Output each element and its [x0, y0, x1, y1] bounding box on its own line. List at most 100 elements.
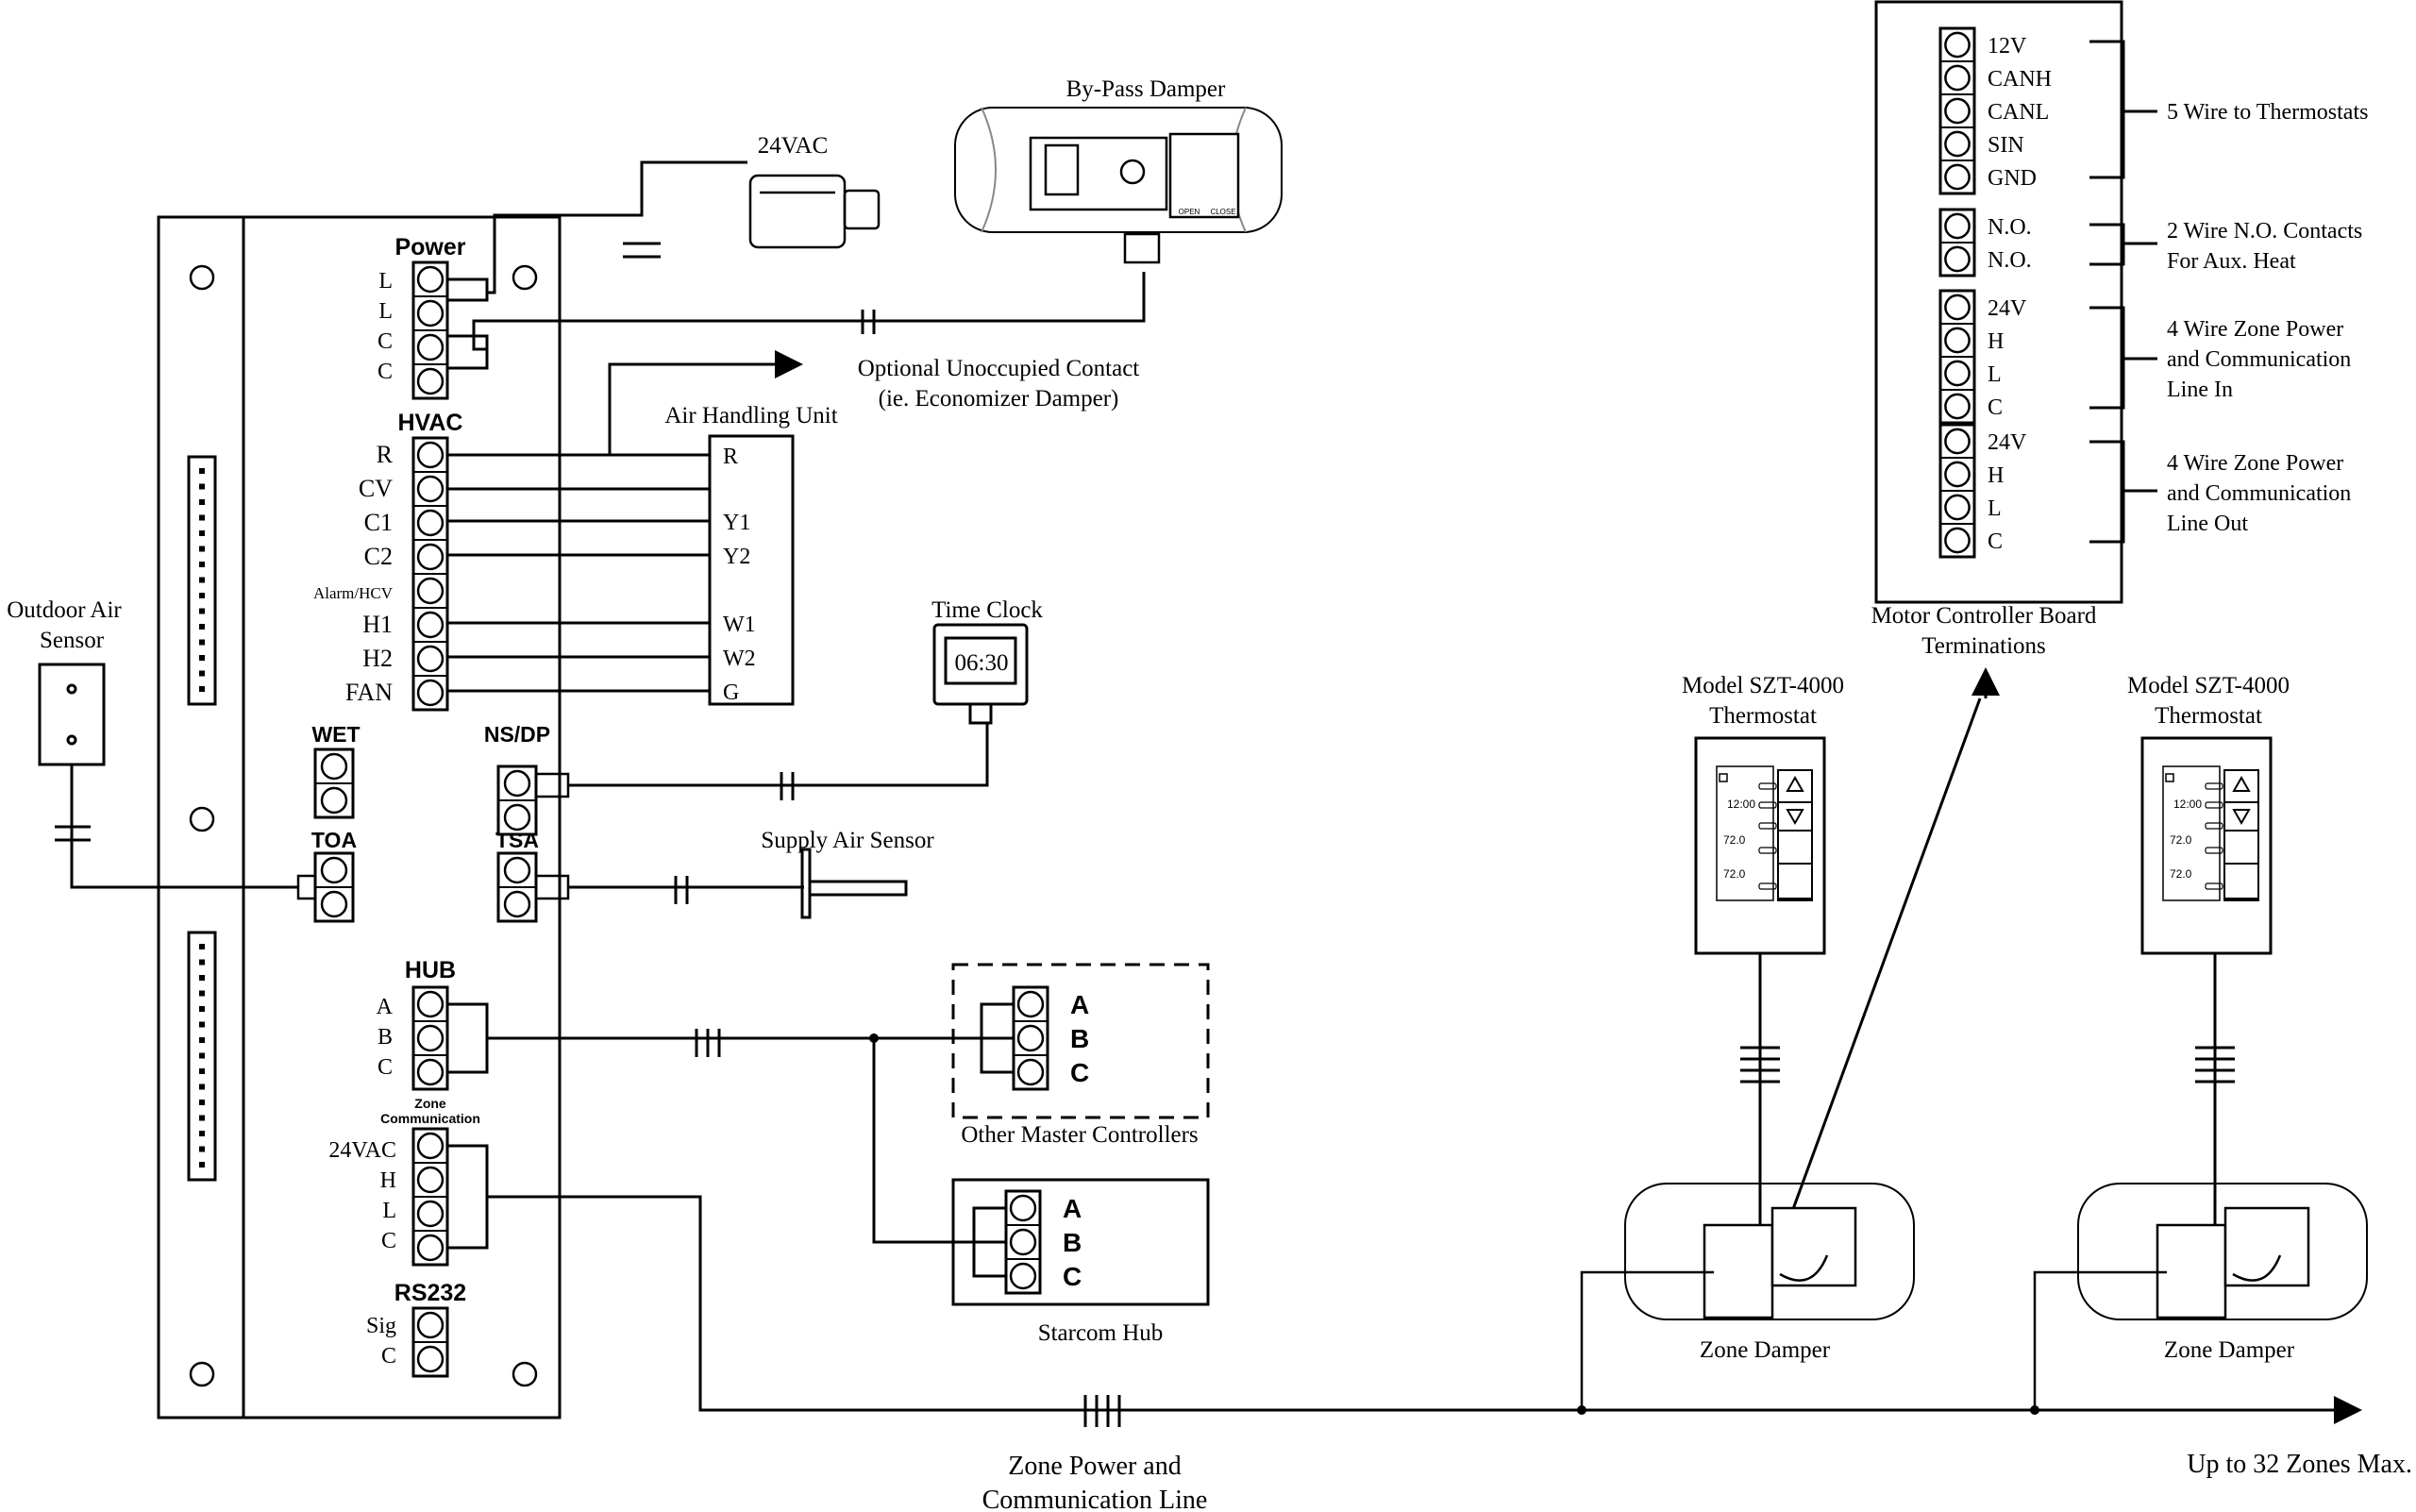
power-terminal-label: C [378, 329, 393, 354]
hub-terminal-0 [416, 990, 445, 1018]
motor-board-terminal-label: GND [1988, 166, 2037, 191]
hvac-terminal-3 [416, 543, 445, 571]
hub-terminal-1 [416, 1024, 445, 1052]
motor-board-group-3-terminal-3 [1944, 527, 1971, 554]
other-masters-terminal-1 [1016, 1024, 1045, 1052]
motor-board-terminal-label: L [1988, 362, 2002, 387]
hvac-terminal-label: C2 [364, 543, 393, 570]
wet-terminals [313, 748, 355, 819]
thermostat-1-temp1: 72.0 [1723, 833, 1746, 847]
motor-board-group-0-terminal-2 [1944, 97, 1971, 125]
toa-terminals [313, 851, 355, 923]
bypass-damper-label: By-Pass Damper [1066, 76, 1226, 102]
hvac-terminal-label: R [377, 441, 394, 468]
zone-comm-header-1: Zone [414, 1096, 446, 1111]
thermostat-1-time: 12:00 [1727, 798, 1755, 811]
other-masters-box [951, 963, 1210, 1119]
motor-board-group-label: Line Out [2167, 512, 2248, 536]
starcom-hub-terminal-0 [1009, 1194, 1037, 1222]
thermostat-1-temp2: 72.0 [1723, 867, 1746, 881]
thermostat-2 [2140, 736, 2273, 955]
ahu-terminal-label: Y2 [723, 545, 750, 569]
motor-board-group-1-terminal-0 [1944, 212, 1971, 240]
motor-board-group-label: 2 Wire N.O. Contacts [2167, 219, 2362, 244]
hvac-terminal-2 [416, 509, 445, 537]
zone-damper-2 [2033, 1183, 2368, 1410]
zone-comm-terminal-3 [416, 1234, 445, 1262]
ahu-terminal-label: W2 [723, 647, 756, 671]
wet-terminal-0 [320, 752, 348, 781]
other-masters-terminal-label: C [1070, 1058, 1089, 1087]
motor-board-terminal-label: CANH [1988, 67, 2052, 92]
power-wiring [447, 160, 1146, 370]
hvac-terminal-label: FAN [345, 679, 393, 706]
bypass-open-label: OPEN [1179, 208, 1200, 216]
motor-board-terminal-label: 24V [1988, 430, 2027, 455]
motor-board-terminal-label: C [1988, 529, 2003, 554]
zone-line-label-2: Communication Line [982, 1486, 1208, 1512]
zone-damper-2-label: Zone Damper [2164, 1337, 2295, 1363]
motor-board-group-3-terminal-1 [1944, 461, 1971, 488]
hvac-terminal-5 [416, 611, 445, 639]
zone-comm-terminal-label: 24VAC [328, 1138, 396, 1163]
rs232-terminal-0 [416, 1311, 445, 1339]
starcom-hub-terminal-label: B [1063, 1228, 1082, 1257]
motor-board-terminal-label: C [1988, 395, 2003, 420]
hvac-terminal-label: Alarm/HCV [313, 584, 394, 602]
motor-board-terminal-label: L [1988, 496, 2002, 521]
nsdp-connector [534, 772, 570, 798]
outdoor-sensor-line2: Sensor [40, 628, 105, 653]
motor-board-group-2-terminal-1 [1944, 327, 1971, 354]
wet-terminal-1 [320, 786, 348, 815]
motor-board-group-label: Line In [2167, 378, 2233, 402]
hub-terminal-label: B [378, 1025, 393, 1050]
ahu-label: Air Handling Unit [664, 403, 837, 428]
power-terminal-label: L [378, 299, 393, 324]
motor-board-terminal-label: H [1988, 463, 2004, 488]
other-masters-terminal-label: A [1070, 990, 1089, 1019]
motor-board-group-2-terminal-2 [1944, 360, 1971, 387]
thermostat-2-line2: Thermostat [2155, 703, 2262, 729]
starcom-hub-box [951, 1178, 1210, 1306]
thermostat-2-temp2: 72.0 [2170, 867, 2192, 881]
hub-wiring [447, 1002, 2356, 1412]
motor-board-terminal-label: N.O. [1988, 215, 2032, 240]
power-terminal-3 [416, 367, 445, 395]
other-masters-label: Other Master Controllers [961, 1122, 1198, 1148]
rs232-terminal-label: C [381, 1344, 396, 1369]
zone-comm-header-2: Communication [380, 1111, 480, 1126]
controller-board [157, 215, 562, 1420]
hvac-terminal-7 [416, 679, 445, 707]
thermostat-2-buttons [2165, 773, 2258, 899]
thermostat-1 [1694, 736, 1826, 955]
motor-board-terminal-label: 24V [1988, 296, 2027, 321]
hub-header: HUB [405, 957, 456, 983]
motor-board-title-line2: Terminations [1921, 633, 2046, 659]
supply-sensor-label: Supply Air Sensor [761, 828, 934, 853]
power-terminal-label: C [378, 360, 393, 384]
thermostat-1-line1: Model SZT-4000 [1682, 673, 1844, 698]
hvac-terminal-label: H1 [362, 611, 393, 638]
time-clock-label: Time Clock [931, 597, 1043, 623]
thermostat-2-line1: Model SZT-4000 [2127, 673, 2290, 698]
thermostat-wiring [1758, 697, 2217, 1284]
thermostat-2-temp1: 72.0 [2170, 833, 2192, 847]
motor-board-terminal-label: 12V [1988, 34, 2027, 59]
transformer-label: 24VAC [758, 133, 829, 159]
motor-board-group-3-terminals [1938, 423, 1976, 559]
motor-board-group-label: and Communication [2167, 481, 2351, 506]
tsa-terminal-0 [503, 856, 531, 884]
hub-terminals [411, 985, 449, 1091]
time-clock [568, 623, 1029, 787]
toa-terminal-0 [320, 856, 348, 884]
bypass-damper [954, 107, 1283, 264]
motor-board-group-label: 4 Wire Zone Power [2167, 317, 2343, 342]
starcom-hub-label: Starcom Hub [1038, 1320, 1164, 1346]
hvac-terminal-label: CV [359, 475, 393, 502]
motor-board-group-label: and Communication [2167, 347, 2351, 372]
max-zones-label: Up to 32 Zones Max. [2187, 1450, 2412, 1479]
rs232-terminal-label: Sig [366, 1314, 396, 1338]
motor-board-group-0-terminal-3 [1944, 130, 1971, 158]
starcom-hub-terminal-1 [1009, 1228, 1037, 1256]
ahu-terminal-label: R [723, 445, 738, 469]
